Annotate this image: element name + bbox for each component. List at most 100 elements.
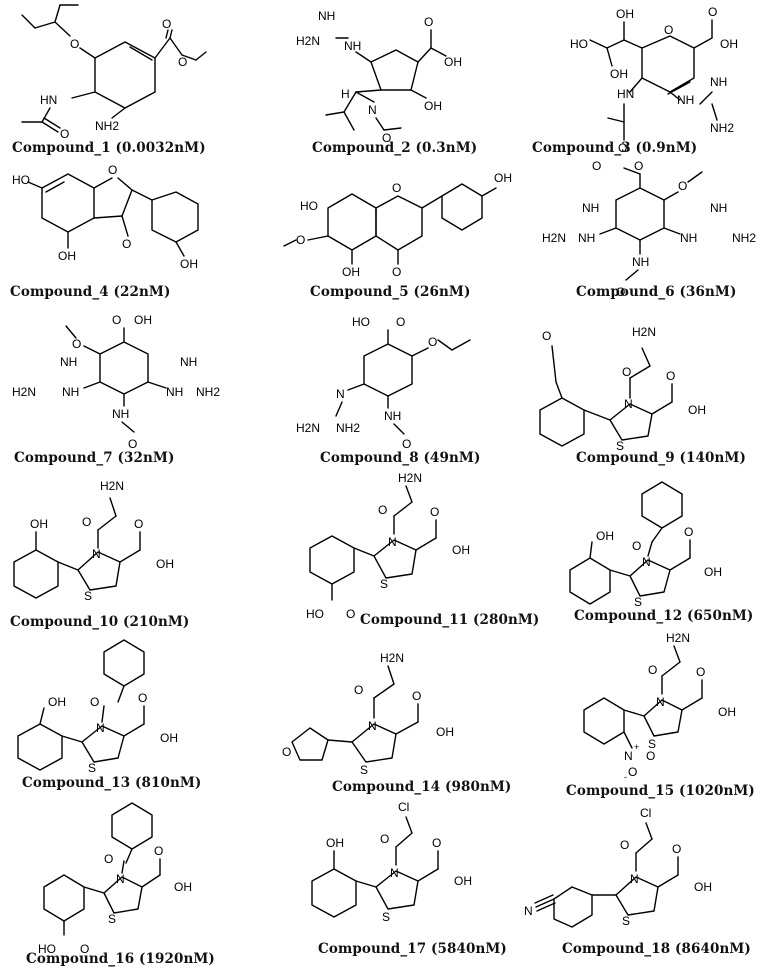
svg-text:O: O: [430, 505, 439, 519]
svg-text:NH: NH: [180, 355, 197, 369]
svg-text:O: O: [108, 163, 117, 177]
structure-compound-4: HO OH O O OH Compound_4 (22nM): [0, 160, 256, 310]
svg-text:O: O: [80, 942, 89, 956]
svg-text:OH: OH: [134, 313, 152, 327]
svg-text:N: N: [368, 103, 377, 117]
svg-text:N: N: [630, 872, 639, 886]
svg-text:O: O: [402, 437, 411, 451]
compound-10-name: Compound_10: [10, 614, 119, 630]
svg-text:N: N: [368, 719, 377, 733]
molecule-compound-11: N S O H2N O OH HO O: [306, 471, 470, 621]
compound-4-value: (22nM): [113, 284, 171, 300]
molecule-compound-13: OH N S O O OH: [17, 639, 178, 775]
molecule-compound-17: OH N S O Cl O OH: [311, 800, 472, 924]
svg-text:OH: OH: [326, 836, 344, 850]
svg-text:OH: OH: [444, 55, 462, 69]
svg-text:O: O: [428, 335, 437, 349]
svg-text:HN: HN: [617, 87, 634, 101]
svg-text:O: O: [424, 15, 433, 29]
svg-text:O: O: [664, 23, 673, 37]
molecule-compound-16: N S O O OH HO O: [38, 802, 192, 956]
structure-compound-9: O N S O H2N O OH Compound_9 (140nM): [512, 310, 768, 470]
molecule-compound-9: O N S O H2N O OH: [539, 325, 706, 453]
structure-compound-6: O O O NH NH NH2 NH NH H2N NH O Compound_…: [512, 159, 768, 310]
svg-text:NH: NH: [166, 385, 183, 399]
svg-text:O: O: [128, 437, 137, 451]
svg-text:N: N: [656, 695, 665, 709]
svg-text:NH: NH: [112, 407, 129, 421]
svg-text:O: O: [592, 159, 601, 173]
svg-text:HO: HO: [570, 37, 588, 51]
structure-compound-16: N S O O OH HO O Compound_16 (1920nM): [0, 795, 256, 971]
svg-text:S: S: [108, 912, 116, 926]
compound-15-name: Compound_15: [566, 783, 675, 799]
compound-5-value: (26nM): [413, 284, 471, 300]
svg-text:O: O: [354, 683, 363, 697]
svg-text:NH: NH: [384, 409, 401, 423]
svg-text:O: O: [382, 131, 391, 145]
svg-text:NH: NH: [318, 9, 335, 23]
svg-text:N: N: [390, 866, 399, 880]
svg-text:OH: OH: [342, 265, 360, 279]
compound-13-value: (810nM): [135, 775, 202, 791]
svg-text:O: O: [60, 127, 69, 141]
compound-11-value: (280nM): [473, 612, 540, 628]
structure-compound-2: O OH OH NH NH H2N H N O Compound_2 (0.3n…: [256, 0, 512, 160]
molecule-compound-14: O N S O H2N O OH: [282, 651, 454, 777]
svg-text:H2N: H2N: [542, 231, 566, 245]
structure-compound-11: N S O H2N O OH HO O Compound_11 (280nM): [256, 470, 539, 630]
compound-12-value: (650nM): [687, 608, 754, 624]
structure-compound-17: OH N S O Cl O OH Compound_17 (5840nM): [256, 795, 512, 971]
svg-text:O: O: [672, 842, 681, 856]
svg-text:O: O: [134, 517, 143, 531]
compound-9-value: (140nM): [679, 450, 746, 466]
svg-text:N: N: [92, 547, 101, 561]
compound-13-name: Compound_13: [22, 775, 131, 791]
molecule-compound-18: N N S O Cl O OH: [524, 806, 712, 928]
structure-compound-18: N N S O Cl O OH Compound_18 (8640nM): [512, 795, 768, 971]
svg-text:O: O: [648, 663, 657, 677]
svg-text:O: O: [392, 181, 401, 195]
svg-text:S: S: [616, 439, 624, 453]
compound-2-value: (0.3nM): [415, 140, 478, 156]
svg-text:O: O: [678, 179, 687, 193]
svg-text:OH: OH: [30, 517, 48, 531]
svg-text:O: O: [396, 315, 405, 329]
svg-text:O: O: [112, 313, 121, 327]
svg-text:H: H: [341, 87, 350, 101]
molecule-compound-4: HO OH O O OH: [12, 163, 199, 271]
svg-text:H2N: H2N: [296, 34, 320, 48]
compound-18-value: (8640nM): [675, 941, 751, 957]
svg-text:S: S: [84, 589, 92, 603]
svg-text:S: S: [360, 763, 368, 777]
compound-8-name: Compound_8: [320, 450, 419, 466]
compound-1-value: (0.0032nM): [115, 140, 206, 156]
svg-text:OH: OH: [424, 99, 442, 113]
svg-text:O: O: [684, 525, 693, 539]
svg-text:NH: NH: [680, 231, 697, 245]
svg-text:O: O: [104, 852, 113, 866]
svg-text:OH: OH: [48, 695, 66, 709]
svg-text:OH: OH: [156, 557, 174, 571]
compound-3-value: (0.9nM): [635, 140, 698, 156]
svg-text:S: S: [648, 737, 656, 751]
svg-text:OH: OH: [718, 705, 736, 719]
svg-text:N: N: [116, 872, 125, 886]
svg-text:O: O: [282, 745, 291, 759]
svg-text:NH: NH: [710, 75, 727, 89]
svg-text:O: O: [618, 141, 627, 155]
svg-text:O: O: [72, 337, 81, 351]
molecule-compound-5: O O OH HO O OH: [283, 171, 512, 279]
svg-text:H2N: H2N: [632, 325, 656, 339]
svg-text:OH: OH: [720, 37, 738, 51]
compound-9-name: Compound_9: [576, 450, 675, 466]
compound-4-name: Compound_4: [10, 284, 109, 300]
compound-5-name: Compound_5: [310, 284, 409, 300]
structure-compound-14: O N S O H2N O OH Compound_14 (980nM): [256, 630, 512, 795]
svg-text:NH: NH: [60, 355, 77, 369]
structure-compound-12: OH N S O O OH Compound_12 (650nM): [512, 470, 768, 630]
compound-14-value: (980nM): [445, 779, 512, 795]
svg-text:-: -: [624, 772, 627, 782]
svg-text:O: O: [392, 265, 401, 279]
svg-text:S: S: [382, 910, 390, 924]
